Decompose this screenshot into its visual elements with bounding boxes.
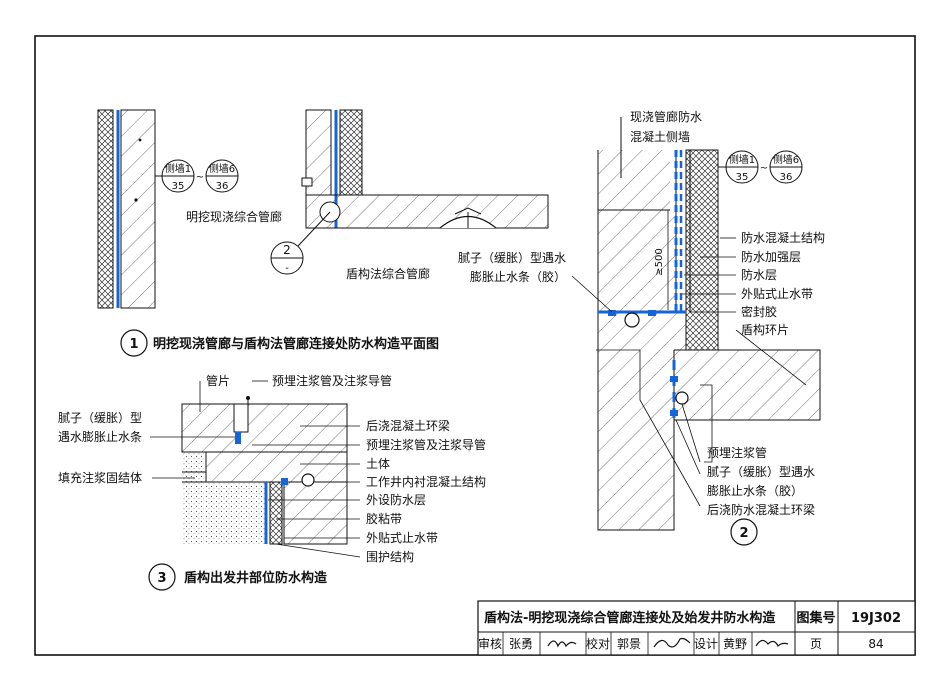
- svg-text:防水层: 防水层: [741, 267, 777, 282]
- svg-text:密封胶: 密封胶: [741, 304, 777, 319]
- d3-number-circle: [148, 563, 176, 591]
- d3-support: [269, 481, 283, 545]
- svg-text:防水加强层: 防水加强层: [741, 249, 801, 264]
- svg-text:围护结构: 围护结构: [366, 549, 414, 564]
- svg-text:遇水膨胀止水条: 遇水膨胀止水条: [58, 430, 142, 444]
- d2-grout-pipe: [675, 391, 689, 405]
- d3-inner-lining: [283, 481, 348, 545]
- d2-putty-label-line2: 膨胀止水条（胶）: [470, 269, 566, 284]
- reviewer-signature: [547, 640, 577, 648]
- d3-grout-pipe: [301, 473, 315, 487]
- d3-grout-fill: [182, 482, 204, 544]
- svg-text:外设防水层: 外设防水层: [366, 492, 426, 507]
- d2-insulation: [685, 149, 719, 351]
- title-block-designer: 黄野: [723, 637, 747, 651]
- d2-concrete-wall: [598, 210, 676, 312]
- svg-text:35: 35: [736, 172, 749, 183]
- d2-wall-label-line2: 混凝土侧墙: [630, 129, 690, 144]
- d3-right-labels: 后浇混凝土环梁 预埋注浆管及注浆导管 土体 工作井内衬混凝土结构 外设防水层 胶…: [252, 418, 486, 564]
- d2-ring-beam: [597, 311, 821, 531]
- d2-grout-pipe-top: [624, 312, 640, 328]
- d2-number-circle: [730, 518, 758, 546]
- d3-swell-strip: [235, 432, 241, 444]
- d1-shield-label: 盾构法综合管廊: [346, 266, 430, 281]
- title-block-review-label: 审核: [478, 636, 502, 651]
- svg-text:侧墙6: 侧墙6: [209, 162, 235, 175]
- svg-text:填充注浆固结体: 填充注浆固结体: [58, 470, 142, 485]
- d3-number: 3: [157, 571, 166, 586]
- title-block-atlas-no: 19J302: [851, 611, 901, 626]
- d2-bottom-labels: 预埋注浆管 腻子（缓胀）型遇水 膨胀止水条（胶） 后浇防水混凝土环梁: [596, 349, 815, 517]
- svg-text:工作井内衬混凝土结构: 工作井内衬混凝土结构: [366, 474, 486, 489]
- svg-text:~: ~: [760, 163, 768, 174]
- d1-number-circle: [120, 329, 148, 357]
- svg-text:36: 36: [780, 172, 793, 183]
- d3-grout-top-label: 预埋注浆管及注浆导管: [272, 373, 392, 388]
- svg-text:防水混凝土结构: 防水混凝土结构: [741, 230, 825, 245]
- svg-text:土体: 土体: [366, 457, 390, 471]
- svg-text:预埋注浆管及注浆导管: 预埋注浆管及注浆导管: [366, 437, 486, 452]
- d1-title: 明挖现浇管廊与盾构法管廊连接处防水构造平面图: [153, 336, 439, 352]
- svg-text:侧墙1: 侧墙1: [165, 162, 191, 175]
- drawing-3: 管片 预埋注浆管及注浆导管 腻子（缓胀）型 遇水膨胀止水条 填充注浆固结体 后浇…: [58, 373, 486, 591]
- d1-shield-slab: [305, 194, 549, 229]
- title-block-drawing-title: 盾构法-明挖现浇综合管廊连接处及始发井防水构造: [484, 610, 776, 626]
- svg-text:后浇混凝土环梁: 后浇混凝土环梁: [366, 418, 450, 433]
- svg-text:腻子（缓胀）型: 腻子（缓胀）型: [58, 411, 142, 425]
- d1-ref-bubble-a[interactable]: 侧墙1 35: [161, 159, 195, 193]
- d2-wall-label-line1: 现浇管廊防水: [630, 109, 702, 124]
- d1-insulation-layer: [97, 109, 114, 309]
- svg-text:预埋注浆管: 预埋注浆管: [707, 445, 767, 460]
- title-block-design-label: 设计: [694, 637, 718, 651]
- d2-right-labels: 防水混凝土结构 防水加强层 防水层 外贴式止水带 密封胶 盾构环片: [682, 230, 825, 386]
- d1-corner-insulation: [339, 109, 363, 196]
- d3-title: 盾构出发井部位防水构造: [184, 570, 328, 586]
- svg-text:外贴式止水带: 外贴式止水带: [366, 531, 438, 545]
- svg-text:~: ~: [196, 172, 204, 183]
- d1-open-cut-label: 明挖现浇综合管廊: [186, 209, 282, 224]
- d2-number: 2: [739, 526, 748, 541]
- d2-ref-bubble-b[interactable]: 侧墙6 36: [769, 150, 803, 184]
- d1-detail-ref-2[interactable]: 2 -: [270, 241, 304, 275]
- designer-signature: [755, 639, 789, 648]
- title-block-atlas-label: 图集号: [796, 610, 835, 626]
- svg-text:后浇防水混凝土环梁: 后浇防水混凝土环梁: [707, 502, 815, 517]
- svg-text:盾构环片: 盾构环片: [741, 322, 789, 337]
- svg-text:胶粘带: 胶粘带: [366, 511, 402, 526]
- d3-left-labels: 腻子（缓胀）型 遇水膨胀止水条 填充注浆固结体: [58, 411, 235, 485]
- title-block-page-label: 页: [810, 637, 822, 651]
- svg-text:侧墙6: 侧墙6: [773, 153, 799, 166]
- d2-putty-label-line1: 腻子（缓胀）型遇水: [458, 251, 566, 265]
- d3-segment-label: 管片: [206, 373, 230, 388]
- title-block-checker: 郭景: [617, 637, 641, 651]
- d1-ref-bubble-b[interactable]: 侧墙6 36: [205, 159, 239, 193]
- d1-concrete-wall: [120, 109, 156, 309]
- title-block-check-label: 校对: [586, 636, 610, 651]
- d1-number: 1: [129, 337, 138, 352]
- d3-soil: [206, 482, 266, 544]
- d3-ring-beam: [205, 451, 348, 483]
- svg-text:2: 2: [283, 243, 291, 257]
- svg-text:外贴式止水带: 外贴式止水带: [741, 287, 813, 301]
- svg-text:侧墙1: 侧墙1: [729, 153, 755, 166]
- d2-dim: ≥500: [654, 248, 665, 275]
- checker-signature: [653, 637, 691, 648]
- title-block-page-no: 84: [868, 637, 883, 651]
- svg-text:膨胀止水条（胶）: 膨胀止水条（胶）: [707, 483, 803, 498]
- drawing-2: ≥500 侧墙1 35 ~ 侧墙6 36 现浇管廊防水 混凝土侧墙 防: [458, 109, 825, 546]
- d3-segment: [181, 403, 348, 453]
- sheet-border: [34, 35, 916, 656]
- d2-ref-bubble-a[interactable]: 侧墙1 35: [725, 150, 759, 184]
- svg-text:35: 35: [172, 181, 185, 192]
- svg-text:-: -: [285, 263, 289, 274]
- drawing-1: 侧墙1 35 ~ 侧墙6 36 明挖现浇综合管廊 盾构法综合管廊 2 - 1 明…: [97, 109, 549, 357]
- title-block: 盾构法-明挖现浇综合管廊连接处及始发井防水构造 图集号 19J302 审核 张勇…: [477, 600, 916, 656]
- svg-text:腻子（缓胀）型遇水: 腻子（缓胀）型遇水: [707, 465, 815, 479]
- svg-text:36: 36: [216, 181, 229, 192]
- title-block-reviewer: 张勇: [509, 637, 533, 651]
